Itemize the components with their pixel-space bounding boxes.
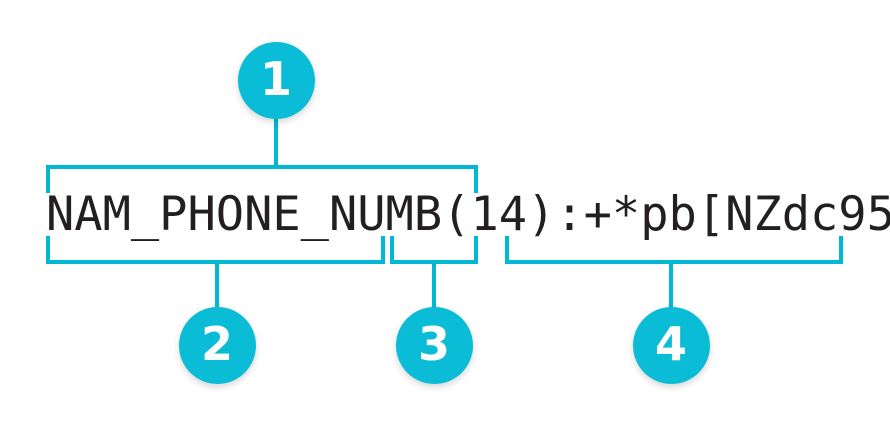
bracket-segment-4 bbox=[505, 236, 843, 264]
callout-badge-4-label: 4 bbox=[654, 317, 687, 371]
bracket-segment-1 bbox=[46, 165, 478, 193]
connector-stem-3 bbox=[432, 264, 436, 311]
connector-stem-1 bbox=[274, 114, 278, 169]
callout-badge-3-label: 3 bbox=[417, 317, 450, 371]
callout-badge-2[interactable]: 2 bbox=[178, 306, 256, 384]
callout-badge-4[interactable]: 4 bbox=[632, 306, 710, 384]
connector-stem-4 bbox=[669, 264, 673, 311]
bracket-segment-2 bbox=[46, 236, 385, 264]
bracket-segment-3 bbox=[390, 236, 478, 264]
callout-badge-3[interactable]: 3 bbox=[395, 306, 473, 384]
callout-badge-1-label: 1 bbox=[259, 52, 292, 106]
callout-badge-1[interactable]: 1 bbox=[237, 41, 315, 119]
callout-badge-2-label: 2 bbox=[200, 317, 233, 371]
connector-stem-2 bbox=[215, 264, 219, 311]
annotated-code-string: NAM_PHONE_NUMB(14):+*pb[NZdc95tLB bbox=[46, 187, 890, 242]
